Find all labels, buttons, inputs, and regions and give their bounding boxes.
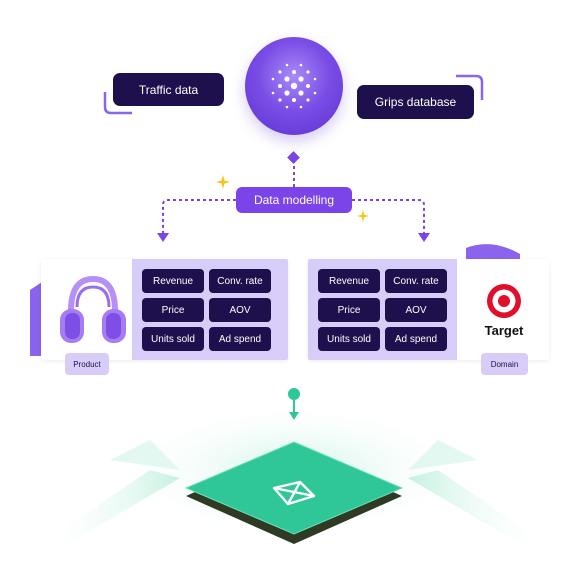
domain-metrics-panel: Revenue Conv. rate Price AOV Units sold …: [308, 259, 457, 360]
metric-aov: AOV: [209, 298, 271, 322]
data-modelling-label: Data modelling: [253, 193, 335, 207]
domain-tag: Domain: [481, 353, 528, 375]
product-metrics-panel: Revenue Conv. rate Price AOV Units sold …: [132, 259, 288, 360]
grips-database-label: Grips database: [374, 95, 457, 109]
target-logo-icon: [484, 281, 524, 321]
sparkle-icon: [216, 175, 230, 189]
traffic-data-node: Traffic data: [113, 73, 224, 106]
platform-logo-icon: [272, 480, 316, 506]
metric-price: Price: [318, 298, 380, 322]
metric-units-sold: Units sold: [142, 327, 204, 351]
traffic-data-label: Traffic data: [138, 82, 199, 97]
metric-ad-spend: Ad spend: [209, 327, 271, 351]
hub-circle: [245, 37, 343, 135]
platform: [184, 441, 404, 544]
brand-name: Target: [484, 323, 524, 338]
product-tag: Product: [65, 353, 109, 375]
grips-database-node: Grips database: [357, 85, 474, 119]
sparkle-icon: [357, 210, 369, 222]
metric-conv-rate: Conv. rate: [385, 269, 447, 293]
metric-price: Price: [142, 298, 204, 322]
product-card: Revenue Conv. rate Price AOV Units sold …: [41, 259, 288, 360]
headphones-icon: [55, 271, 131, 349]
metric-aov: AOV: [385, 298, 447, 322]
metric-ad-spend: Ad spend: [385, 327, 447, 351]
hub-logo-icon: [271, 63, 317, 109]
metric-revenue: Revenue: [142, 269, 204, 293]
metric-units-sold: Units sold: [318, 327, 380, 351]
metric-conv-rate: Conv. rate: [209, 269, 271, 293]
data-modelling-node: Data modelling: [236, 187, 352, 213]
metric-revenue: Revenue: [318, 269, 380, 293]
domain-card: Revenue Conv. rate Price AOV Units sold …: [308, 259, 549, 360]
